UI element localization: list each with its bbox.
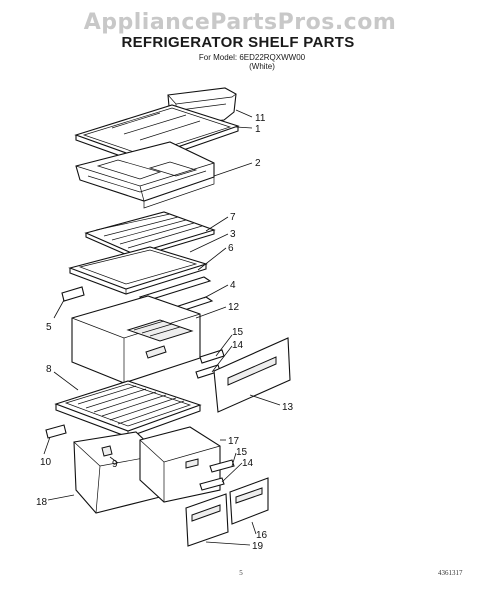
callout-label: 5 [46,322,52,333]
part-front-13 [213,337,291,413]
callout-label: 18 [36,497,48,508]
part-bracket-10 [45,424,67,439]
leader-lines [43,109,281,546]
callout-label: 15 [232,327,244,338]
part-frame-3 [68,246,208,295]
part-crisper-17 [139,426,221,503]
callout-labels: 11 1 2 7 3 6 4 5 12 15 14 8 13 10 9 17 1… [36,113,294,552]
callout-label: 14 [242,458,254,469]
callout-label: 7 [230,212,236,223]
callout-label: 12 [228,302,240,313]
diagram-title: REFRIGERATOR SHELF PARTS [121,34,354,51]
watermark: AppliancePartsPros.com [84,10,397,35]
callout-label: 8 [46,364,52,375]
callout-label: 17 [228,436,240,447]
page-number: 5 [239,569,243,577]
model-line: For Model: 6ED22RQXWW00 [199,53,306,62]
color-line: (White) [249,62,275,71]
callout-label: 19 [252,541,264,552]
callout-label: 4 [230,280,236,291]
callout-label: 6 [228,243,234,254]
callout-label: 13 [282,402,294,413]
callout-label: 10 [40,457,52,468]
callout-label: 16 [256,530,268,541]
callout-label: 15 [236,447,248,458]
part-front-16 [229,477,269,525]
callout-label: 14 [232,340,244,351]
part-front-19 [185,493,229,547]
part-bracket-5 [61,286,85,302]
callout-label: 1 [255,124,261,135]
part-slide-15-lower [209,459,235,473]
doc-code: 4361317 [438,569,463,577]
callout-label: 3 [230,229,236,240]
callout-label: 9 [112,459,118,470]
part-slide-14-lower [199,477,225,491]
part-shelf-2 [75,141,215,209]
callout-label: 2 [255,158,261,169]
part-pan-12 [71,295,201,384]
callout-label: 11 [255,113,266,124]
